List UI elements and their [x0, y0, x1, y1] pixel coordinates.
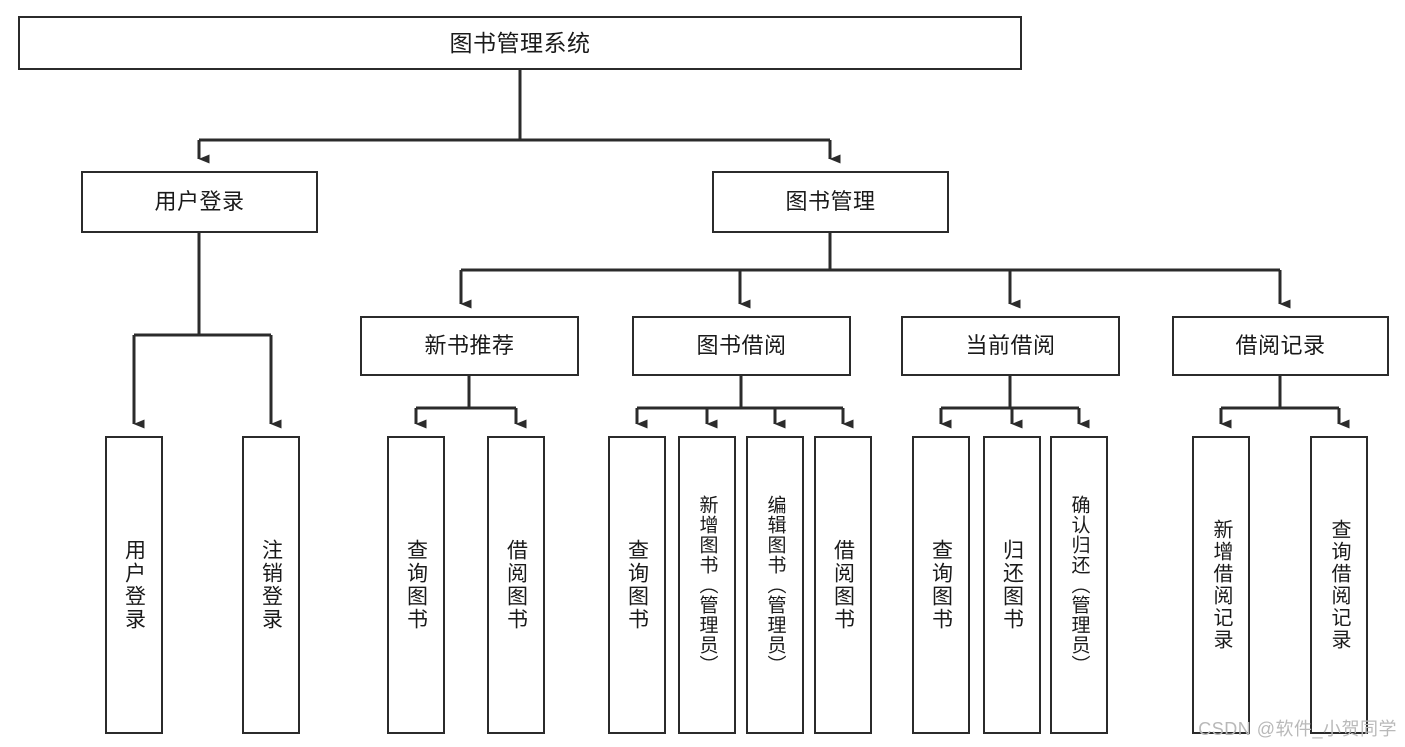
- node-label: 借阅图书: [831, 539, 855, 631]
- node-level2-2[interactable]: 当前借阅: [901, 316, 1120, 376]
- node-level2-1[interactable]: 图书借阅: [632, 316, 851, 376]
- node-label: 新增借阅记录: [1210, 519, 1232, 651]
- node-leaf-4[interactable]: 查询图书: [608, 436, 666, 734]
- node-label: 借阅记录: [1235, 333, 1326, 358]
- node-label: 当前借阅: [965, 333, 1056, 358]
- node-label: 确认归还（管理员）: [1068, 495, 1090, 675]
- node-label: 注销登录: [259, 539, 283, 631]
- node-label: 编辑图书（管理员）: [764, 495, 786, 675]
- node-label: 查询借阅记录: [1328, 519, 1350, 651]
- node-leaf-5[interactable]: 新增图书（管理员）: [678, 436, 736, 734]
- node-label: 查询图书: [929, 539, 953, 631]
- node-label: 归还图书: [1000, 539, 1024, 631]
- node-leaf-8[interactable]: 查询图书: [912, 436, 970, 734]
- node-level1-1[interactable]: 图书管理: [712, 171, 949, 233]
- node-leaf-0[interactable]: 用户登录: [105, 436, 163, 734]
- node-level2-0[interactable]: 新书推荐: [360, 316, 579, 376]
- node-root[interactable]: 图书管理系统: [18, 16, 1022, 70]
- node-label: 用户登录: [154, 189, 245, 214]
- node-leaf-10[interactable]: 确认归还（管理员）: [1050, 436, 1108, 734]
- node-leaf-6[interactable]: 编辑图书（管理员）: [746, 436, 804, 734]
- node-label: 查询图书: [625, 539, 649, 631]
- node-leaf-3[interactable]: 借阅图书: [487, 436, 545, 734]
- node-label: 新书推荐: [424, 333, 515, 358]
- node-leaf-2[interactable]: 查询图书: [387, 436, 445, 734]
- node-label: 借阅图书: [504, 539, 528, 631]
- node-label: 图书借阅: [696, 333, 787, 358]
- node-leaf-11[interactable]: 新增借阅记录: [1192, 436, 1250, 734]
- node-leaf-1[interactable]: 注销登录: [242, 436, 300, 734]
- node-leaf-9[interactable]: 归还图书: [983, 436, 1041, 734]
- node-leaf-7[interactable]: 借阅图书: [814, 436, 872, 734]
- node-label: 用户登录: [122, 539, 146, 631]
- node-label: 图书管理: [785, 189, 876, 214]
- node-level2-3[interactable]: 借阅记录: [1172, 316, 1389, 376]
- node-label: 新增图书（管理员）: [696, 495, 718, 675]
- node-level1-0[interactable]: 用户登录: [81, 171, 318, 233]
- node-leaf-12[interactable]: 查询借阅记录: [1310, 436, 1368, 734]
- node-label: 查询图书: [404, 539, 428, 631]
- node-label: 图书管理系统: [449, 29, 591, 56]
